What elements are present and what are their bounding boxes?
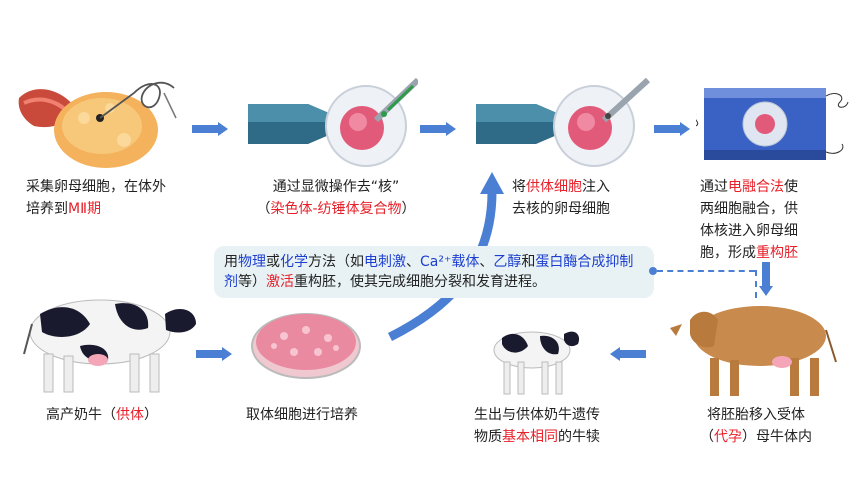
connector-dashed-line [657, 270, 755, 272]
surrogate-cow-illustration [670, 306, 837, 396]
arrow-1-2-head [218, 122, 228, 136]
step6-caption: 取体细胞进行培养 [246, 407, 358, 423]
step7-caption: 生出与供体奶牛遗传物质基本相同的牛犊 [474, 407, 600, 445]
arrow-3-4-head [680, 122, 690, 136]
arrow-4-8 [762, 262, 770, 286]
connector-dashed-vertical [755, 270, 757, 298]
step5-caption: 高产奶牛（供体） [46, 407, 158, 423]
arrow-2-3 [420, 125, 446, 133]
arrow-4-8-head [759, 286, 773, 296]
arrow-3-4 [654, 125, 680, 133]
arrow-5-6 [196, 350, 222, 358]
injection-illustration [476, 77, 651, 167]
arrow-1-2 [192, 125, 218, 133]
arrow-8-7 [620, 350, 646, 358]
activation-note: 用物理或化学方法（如电刺激、Ca²⁺载体、乙醇和蛋白酶合成抑制剂等）激活重构胚，… [214, 246, 654, 298]
arrow-5-6-head [222, 347, 232, 361]
petri-dish-illustration [251, 313, 361, 379]
calf-illustration [493, 331, 580, 395]
step8-caption: 将胚胎移入受体（代孕）母牛体内 [700, 407, 812, 445]
arrow-8-7-head [610, 347, 620, 361]
step3-caption: 将供体细胞注入去核的卵母细胞 [512, 179, 610, 217]
step1-caption: 采集卵母细胞，在体外培养到MⅡ期 [26, 179, 166, 217]
arrow-2-3-head [446, 122, 456, 136]
step4-caption: 通过电融合法使 两细胞融合，供体核进入卵母细 胞，形成重构胚 [700, 179, 798, 261]
electrofusion-illustration [696, 88, 849, 160]
donor-cow-illustration [23, 299, 196, 393]
ovary-collection-illustration [18, 81, 177, 168]
enucleation-illustration [248, 77, 418, 167]
step2-caption: 通过显微操作去“核”（染色体-纺锤体复合物） [256, 179, 416, 217]
connector-dot [649, 267, 657, 275]
